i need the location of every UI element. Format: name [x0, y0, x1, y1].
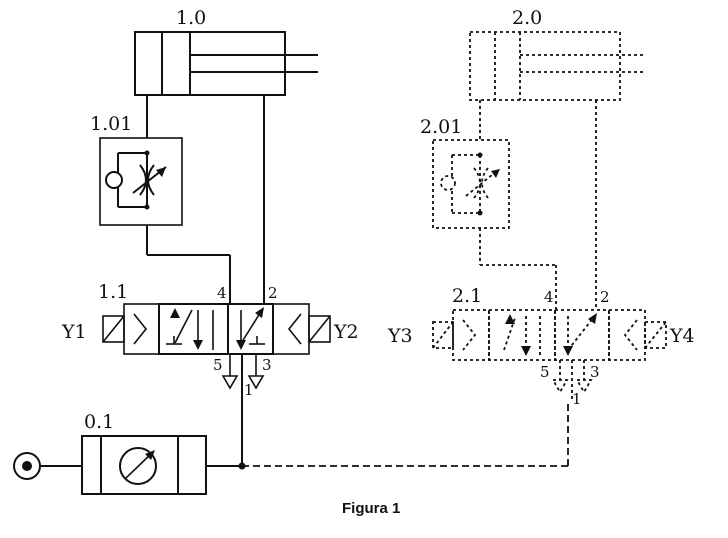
cylinder-2-0-label: 2.0 — [512, 7, 542, 29]
valve-1-1-label: 1.1 — [98, 281, 128, 303]
service-unit-0-1 — [13, 435, 246, 495]
valve-1-1-port-1: 1 — [244, 381, 254, 399]
figure-caption: Figura 1 — [342, 500, 400, 517]
flow-control-2-01-label: 2.01 — [420, 116, 462, 138]
valve-2-1-port-2: 2 — [600, 288, 610, 306]
flow-control-2-01 — [432, 139, 510, 229]
solenoid-y4-label: Y4 — [669, 325, 695, 347]
solenoid-y2-label: Y2 — [333, 321, 359, 343]
valve-2-1-port-1: 1 — [572, 390, 582, 408]
cylinder-1-0 — [134, 31, 318, 96]
valve-1-1-port-5: 5 — [213, 356, 223, 374]
solenoid-y1-label: Y1 — [61, 321, 87, 343]
service-unit-0-1-label: 0.1 — [84, 411, 114, 433]
valve-1-1 — [102, 303, 331, 466]
valve-1-1-port-4: 4 — [217, 284, 227, 302]
valve-2-1-label: 2.1 — [452, 285, 482, 307]
pipes-group-2 — [479, 100, 597, 310]
pipes-group-1 — [146, 95, 265, 303]
flow-control-1-01 — [99, 137, 183, 226]
valve-2-1-port-3: 3 — [590, 363, 600, 381]
cylinder-2-0 — [469, 31, 646, 101]
cylinder-1-0-label: 1.0 — [176, 7, 206, 29]
valve-1-1-port-2: 2 — [268, 284, 278, 302]
valve-1-1-port-3: 3 — [262, 356, 272, 374]
valve-2-1 — [432, 309, 667, 400]
flow-control-1-01-label: 1.01 — [90, 113, 132, 135]
pipes-supply-dashed — [242, 400, 569, 467]
valve-2-1-port-4: 4 — [544, 288, 554, 306]
solenoid-y3-label: Y3 — [387, 325, 413, 347]
valve-2-1-port-5: 5 — [540, 363, 550, 381]
